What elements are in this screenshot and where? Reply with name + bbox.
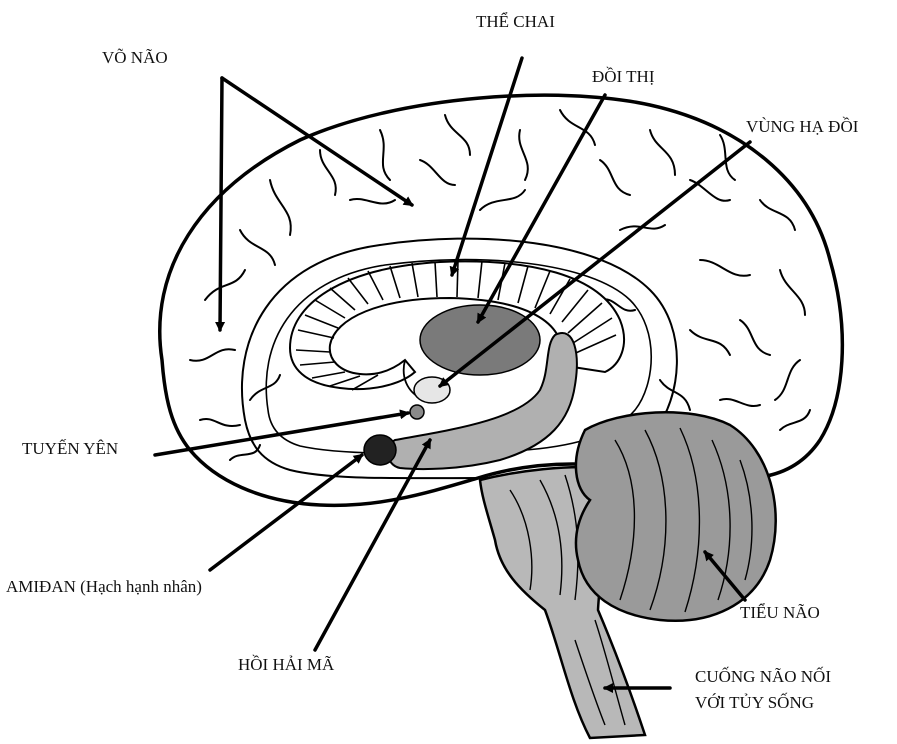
label-the-chai: THỂ CHAI <box>476 12 555 31</box>
label-cuong-nao-line2: VỚI TỦY SỐNG <box>695 693 814 712</box>
pituitary-gland <box>410 405 424 419</box>
label-hoi-hai-ma: HỒI HẢI MÃ <box>238 655 335 674</box>
label-amidan: AMIĐAN (Hạch hạnh nhân) <box>6 577 202 596</box>
label-vo-nao: VÕ NÃO <box>102 48 168 67</box>
label-tieu-nao: TIỂU NÃO <box>740 603 820 622</box>
label-vung-ha-doi: VÙNG HẠ ĐỒI <box>746 117 859 136</box>
label-tuyen-yen: TUYẾN YÊN <box>22 439 118 458</box>
cerebellum <box>576 412 776 620</box>
arrow-vo-nao-a <box>220 78 222 330</box>
amygdala <box>364 435 396 465</box>
label-doi-thi: ĐỒI THỊ <box>592 67 655 86</box>
label-cuong-nao-line1: CUỐNG NÃO NỐI <box>695 667 831 686</box>
